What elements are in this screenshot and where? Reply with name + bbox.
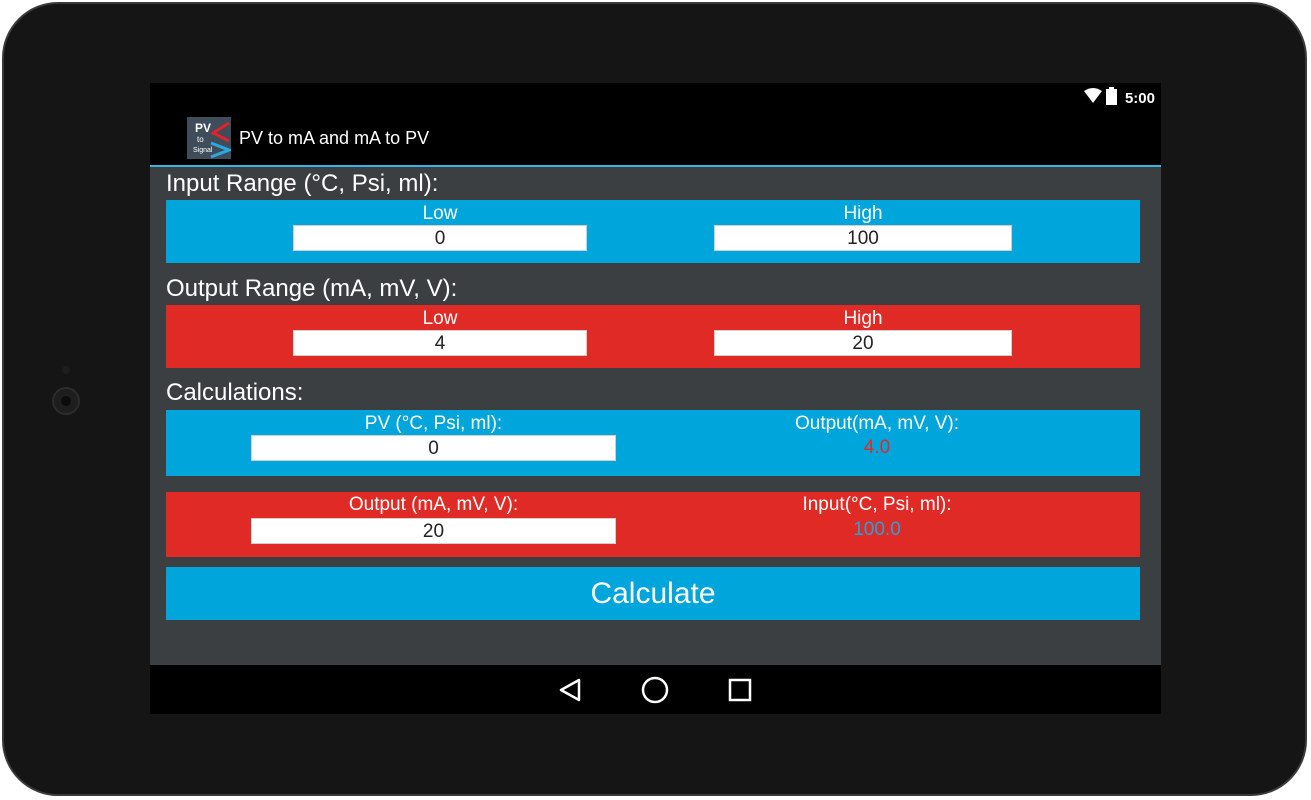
pv-input-label: PV (°C, Psi, ml): xyxy=(364,413,503,434)
output-to-pv-panel: Output (mA, mV, V): 20 Input(°C, Psi, ml… xyxy=(166,492,1140,557)
app-logo-icon: PV to Signal xyxy=(187,117,234,159)
wifi-icon xyxy=(1083,88,1102,109)
input-low-field[interactable]: 0 xyxy=(293,225,587,251)
back-icon[interactable] xyxy=(555,675,585,705)
input-range-heading: Input Range (°C, Psi, ml): xyxy=(166,170,439,197)
app-title: PV to mA and mA to PV xyxy=(239,128,430,148)
output-range-panel: Low 4 High 20 xyxy=(166,305,1140,368)
action-bar-divider xyxy=(150,165,1161,167)
logo-text-pv: PV xyxy=(195,121,211,135)
navigation-bar xyxy=(150,665,1161,714)
home-icon[interactable] xyxy=(640,675,670,705)
output-result-label: Output(mA, mV, V): xyxy=(794,413,959,434)
status-bar: 5:00 xyxy=(150,83,1161,109)
output-low-field[interactable]: 4 xyxy=(293,330,587,356)
light-sensor xyxy=(62,366,70,374)
recents-icon[interactable] xyxy=(725,675,755,705)
output-range-heading: Output Range (mA, mV, V): xyxy=(166,275,458,302)
status-time: 5:00 xyxy=(1124,90,1155,107)
pv-input-field[interactable]: 0 xyxy=(251,435,616,461)
input-range-panel: Low 0 High 100 xyxy=(166,200,1140,263)
battery-icon xyxy=(1105,87,1117,110)
main-content: Input Range (°C, Psi, ml): Low 0 High 10… xyxy=(150,167,1161,665)
calculations-heading: Calculations: xyxy=(166,379,304,406)
logo-text-to: to xyxy=(197,135,204,144)
action-bar: PV to Signal PV to mA and mA to PV xyxy=(150,109,1161,165)
output-high-field[interactable]: 20 xyxy=(714,330,1012,356)
device-screen: 5:00 PV to Signal PV to mA and mA to PV … xyxy=(150,83,1161,714)
input-high-label: High xyxy=(843,203,883,224)
calculate-button[interactable]: Calculate xyxy=(166,567,1140,620)
input-high-field[interactable]: 100 xyxy=(714,225,1012,251)
input-result-value: 100.0 xyxy=(853,519,901,540)
logo-text-signal: Signal xyxy=(193,147,213,154)
output-input-label: Output (mA, mV, V): xyxy=(348,494,519,515)
output-high-label: High xyxy=(843,308,883,329)
output-input-field[interactable]: 20 xyxy=(251,518,616,544)
input-result-label: Input(°C, Psi, ml): xyxy=(802,494,952,515)
output-low-label: Low xyxy=(422,308,458,329)
input-low-label: Low xyxy=(422,203,458,224)
front-camera xyxy=(52,387,80,415)
pv-to-output-panel: PV (°C, Psi, ml): 0 Output(mA, mV, V): 4… xyxy=(166,410,1140,476)
output-result-value: 4.0 xyxy=(863,437,891,458)
